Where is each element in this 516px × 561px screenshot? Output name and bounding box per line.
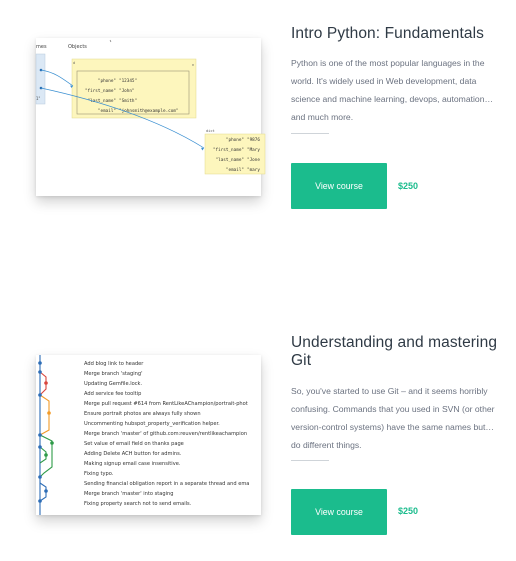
course-thumbnail-git[interactable]: Add blog link to header Merge branch 'st…: [36, 355, 261, 515]
dict-key: "phone": [98, 78, 116, 84]
dict2-object: [204, 133, 266, 175]
python-object-diagram: mes Objects 1" dict d v "phone" "12345" …: [35, 39, 266, 175]
dict2-value: "Jone: [247, 157, 260, 163]
commit-message: Adding Delete ACH button for admins.: [84, 451, 182, 457]
course-price: $250: [398, 181, 419, 191]
divider: [291, 133, 329, 134]
course-thumbnail-python[interactable]: mes Objects 1" dict d v "phone" "12345" …: [35, 38, 266, 196]
dict2-key: "phone": [226, 137, 244, 143]
dict-value: "John": [119, 88, 135, 94]
commit-message: Sending financial obligation report in a…: [84, 481, 249, 487]
dict2-value: "mary: [247, 167, 260, 173]
dict-key: "first_name": [85, 88, 116, 94]
dict2-type-label: dict: [206, 129, 215, 133]
commit-message: Fixing property search not to send email…: [84, 501, 192, 507]
frames-column-label: mes: [36, 44, 47, 50]
course-price: $250: [398, 506, 419, 516]
dict2-value: "Mary: [247, 147, 260, 153]
course-description: So, you've started to use Git – and it s…: [291, 386, 495, 450]
dict-value: "12345": [119, 78, 137, 84]
commit-message: Merge branch 'staging': [84, 371, 143, 377]
commit-message: Merge branch 'master' of github.com:reuv…: [84, 431, 247, 437]
git-commit-graph: Add blog link to header Merge branch 'st…: [38, 355, 249, 515]
divider: [291, 460, 329, 461]
commit-message: Merge branch 'master' into staging: [84, 491, 174, 497]
dict-object: [71, 58, 197, 119]
dict2-key: "email": [226, 167, 244, 173]
commit-message: Merge pull request #614 from RentLikeACh…: [84, 401, 248, 407]
course-description: Python is one of the most popular langua…: [291, 58, 485, 122]
dict-key: "email": [98, 108, 116, 114]
svg-text:d: d: [73, 61, 75, 65]
course-card-git: Add blog link to header Merge branch 'st…: [0, 300, 516, 561]
svg-text:v: v: [192, 62, 194, 67]
objects-column-label: Objects: [68, 44, 87, 50]
course-card-python: mes Objects 1" dict d v "phone" "12345" …: [0, 0, 516, 280]
dict2-value: "9876: [247, 137, 260, 143]
svg-text:1": 1": [36, 96, 41, 101]
dict2-key: "first_name": [213, 147, 244, 153]
commit-message: Uncommenting hubspot_property_verificati…: [84, 421, 220, 427]
frame-box: [36, 54, 45, 104]
commit-message: Add blog link to header: [84, 361, 144, 367]
commit-message: Updating Gemfile.lock.: [84, 381, 143, 387]
view-course-button[interactable]: View course: [291, 489, 387, 535]
commit-message: Set value of email field on thanks page: [84, 441, 184, 447]
commit-message: Ensure portrait photos are always fully …: [84, 411, 201, 417]
course-title[interactable]: Intro Python: Fundamentals: [291, 25, 485, 42]
view-course-button[interactable]: View course: [291, 163, 387, 209]
commit-message: Add service fee tooltip: [84, 391, 141, 397]
dict-value: "Smith": [119, 98, 137, 104]
commit-message: Fixing typo.: [84, 471, 114, 477]
dict-value: "johnsmith@example.com": [119, 108, 179, 114]
dict-key: "last_name": [88, 98, 116, 104]
course-title[interactable]: Understanding and mastering Git: [291, 334, 498, 369]
dict2-key: "last_name": [216, 157, 244, 163]
commit-message: Making signup email case insensitive.: [84, 461, 181, 467]
